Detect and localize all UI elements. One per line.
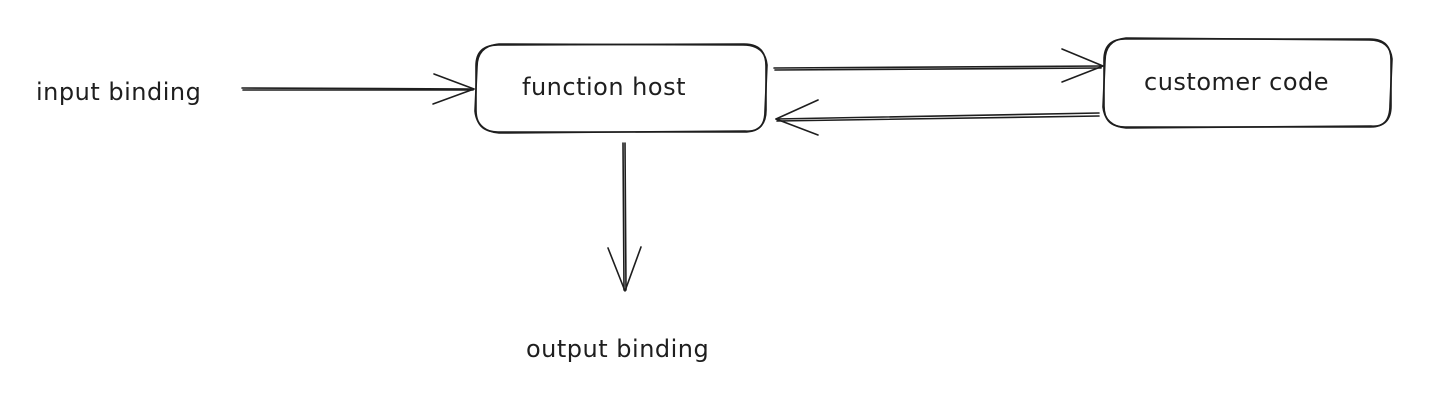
customer-code-label: customer code [1144, 68, 1330, 96]
function-host-label: function host [522, 73, 686, 101]
input-binding-label: input binding [36, 78, 202, 106]
call-arrow [773, 48, 1104, 83]
return-arrow [775, 99, 1100, 136]
output-binding-label: output binding [526, 335, 710, 363]
customer-code-box[interactable] [1102, 37, 1393, 129]
function-host-box[interactable] [474, 43, 768, 134]
output-arrow [607, 142, 642, 292]
input-arrow [241, 73, 475, 105]
